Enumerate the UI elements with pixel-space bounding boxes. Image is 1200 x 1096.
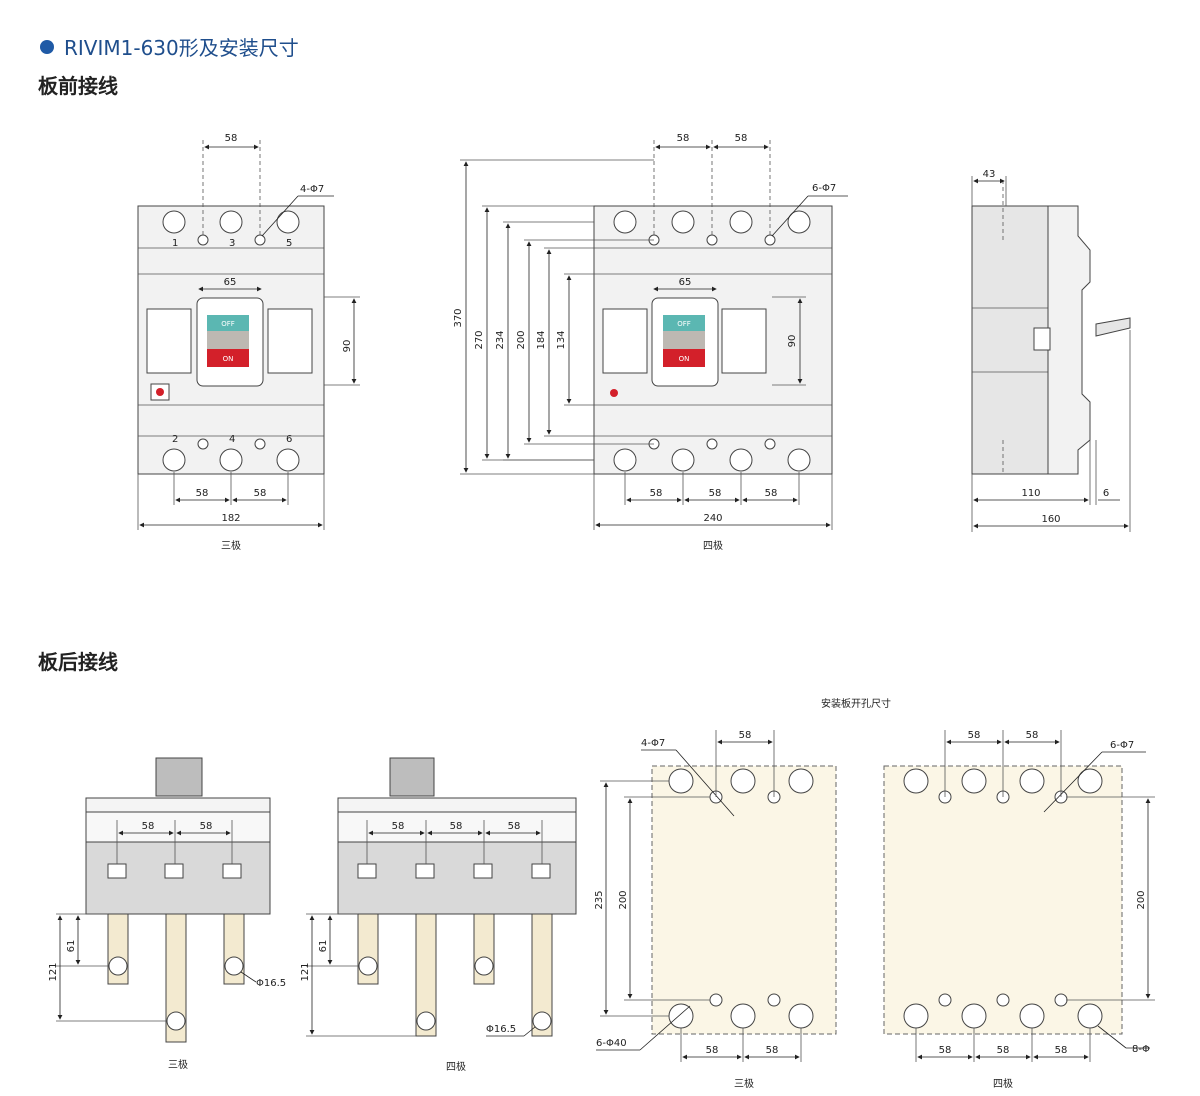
svg-text:58: 58 — [225, 133, 238, 144]
svg-text:Φ16.5: Φ16.5 — [486, 1024, 516, 1035]
svg-text:Φ16.5: Φ16.5 — [256, 978, 286, 989]
side-view: 43 110 6 160 — [971, 169, 1131, 532]
cutout-3pole: 4-Φ7 58 235 200 6-Φ40 58 58 三极 — [594, 730, 837, 1090]
svg-text:58: 58 — [392, 821, 405, 832]
terminal-label: 2 — [172, 434, 178, 445]
terminal-label: 5 — [286, 238, 292, 249]
terminal-label: 3 — [229, 238, 235, 249]
svg-text:58: 58 — [735, 133, 748, 144]
svg-text:ON: ON — [223, 355, 234, 363]
svg-text:OFF: OFF — [221, 320, 235, 328]
svg-text:160: 160 — [1041, 514, 1060, 525]
off-button[interactable] — [663, 315, 705, 331]
on-button[interactable] — [663, 349, 705, 367]
svg-text:58: 58 — [997, 1045, 1010, 1056]
svg-text:58: 58 — [739, 730, 752, 741]
svg-text:58: 58 — [650, 488, 663, 499]
svg-text:58: 58 — [677, 133, 690, 144]
svg-text:58: 58 — [254, 488, 267, 499]
svg-text:58: 58 — [939, 1045, 952, 1056]
front-view-4pole: OFF ON 58 58 6-Φ7 65 90 370 — [453, 133, 848, 552]
svg-text:370: 370 — [453, 308, 464, 327]
rear-view-4pole: 58 58 58 61 121 Φ16.5 四极 — [300, 757, 577, 1073]
svg-text:58: 58 — [968, 730, 981, 741]
svg-text:58: 58 — [450, 821, 463, 832]
svg-text:65: 65 — [679, 277, 692, 288]
terminal-label: 6 — [286, 434, 292, 445]
svg-text:6: 6 — [1103, 488, 1109, 499]
terminal-label: 1 — [172, 238, 178, 249]
cutout-4pole: 58 58 6-Φ7 200 8-Φ 58 58 58 四极 — [883, 730, 1155, 1090]
svg-text:58: 58 — [1026, 730, 1039, 741]
on-button[interactable] — [207, 349, 249, 367]
cutout-title: 安装板开孔尺寸 — [821, 697, 891, 710]
svg-text:65: 65 — [224, 277, 237, 288]
svg-text:58: 58 — [709, 488, 722, 499]
svg-text:184: 184 — [536, 330, 547, 349]
svg-text:200: 200 — [1136, 890, 1147, 909]
caption-4pole: 四极 — [703, 539, 723, 552]
svg-text:4-Φ7: 4-Φ7 — [641, 738, 665, 749]
svg-text:58: 58 — [142, 821, 155, 832]
svg-text:200: 200 — [516, 330, 527, 349]
svg-text:58: 58 — [1055, 1045, 1068, 1056]
svg-text:90: 90 — [342, 340, 353, 353]
svg-text:43: 43 — [983, 169, 996, 180]
svg-text:121: 121 — [300, 962, 311, 981]
page-title-text: RIVIM1-630形及安装尺寸 — [64, 36, 299, 60]
svg-text:8-Φ: 8-Φ — [1132, 1044, 1150, 1055]
svg-text:270: 270 — [474, 330, 485, 349]
svg-text:90: 90 — [787, 335, 798, 348]
svg-text:234: 234 — [495, 330, 506, 349]
caption-cutout-4pole: 四极 — [993, 1077, 1013, 1090]
svg-text:58: 58 — [766, 1045, 779, 1056]
terminal-label: 4 — [229, 434, 235, 445]
svg-text:240: 240 — [703, 513, 722, 524]
svg-text:110: 110 — [1021, 488, 1040, 499]
svg-text:4-Φ7: 4-Φ7 — [300, 184, 324, 195]
caption-rear-4pole: 四极 — [446, 1060, 466, 1073]
page-title: RIVIM1-630形及安装尺寸 — [40, 32, 299, 61]
svg-text:58: 58 — [765, 488, 778, 499]
svg-text:61: 61 — [318, 940, 329, 953]
caption-3pole: 三极 — [221, 539, 241, 552]
indicator-icon — [610, 389, 618, 397]
svg-text:61: 61 — [66, 940, 77, 953]
svg-text:121: 121 — [48, 962, 59, 981]
svg-text:OFF: OFF — [677, 320, 691, 328]
svg-text:134: 134 — [556, 330, 567, 349]
caption-rear-3pole: 三极 — [168, 1058, 188, 1071]
svg-text:182: 182 — [221, 513, 240, 524]
svg-text:6-Φ7: 6-Φ7 — [1110, 740, 1134, 751]
svg-text:235: 235 — [594, 890, 605, 909]
bullet-icon — [40, 39, 54, 54]
rear-view-3pole: 58 58 61 121 Φ16.5 三极 — [48, 757, 286, 1071]
off-button[interactable] — [207, 315, 249, 331]
svg-text:58: 58 — [706, 1045, 719, 1056]
caption-cutout-3pole: 三极 — [734, 1077, 754, 1090]
svg-text:58: 58 — [196, 488, 209, 499]
indicator-icon — [156, 388, 164, 396]
svg-text:ON: ON — [679, 355, 690, 363]
section-front-wiring: 板前接线 — [38, 74, 118, 98]
svg-text:58: 58 — [508, 821, 521, 832]
svg-text:6-Φ7: 6-Φ7 — [812, 183, 836, 194]
svg-text:58: 58 — [200, 821, 213, 832]
front-view-3pole: 1 3 5 OFF ON 2 4 6 58 4-Φ7 65 90 — [137, 133, 360, 552]
svg-text:200: 200 — [618, 890, 629, 909]
section-rear-wiring: 板后接线 — [38, 650, 118, 674]
svg-text:6-Φ40: 6-Φ40 — [596, 1038, 627, 1049]
